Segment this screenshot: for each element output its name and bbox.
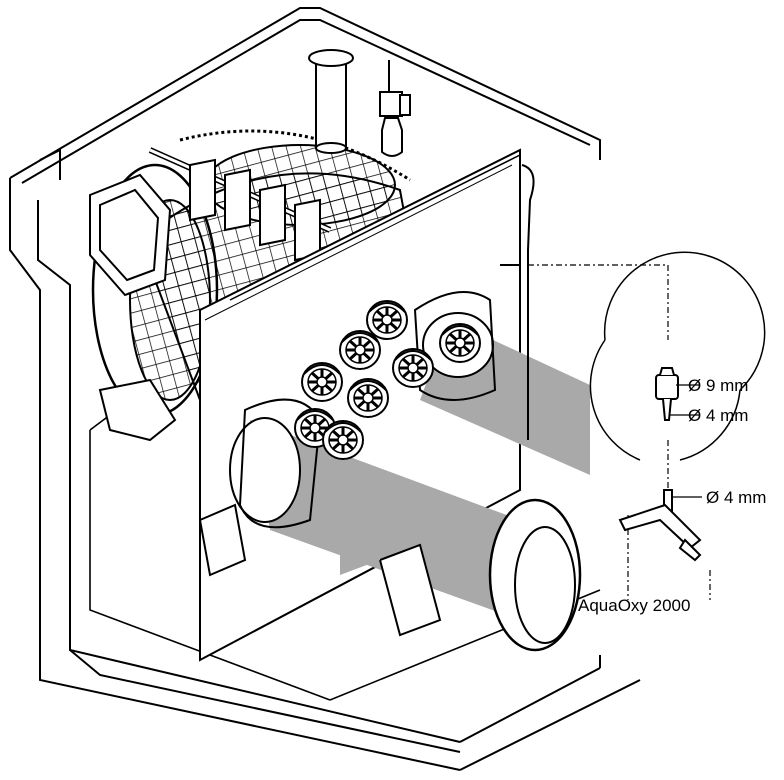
motor-unit <box>89 173 177 442</box>
label-9mm: Ø 9 mm <box>688 376 749 395</box>
detail-circle <box>589 251 766 461</box>
flange-plates <box>238 291 497 529</box>
lower-pump <box>198 503 442 637</box>
label-4mm-right: Ø 4 mm <box>706 488 767 507</box>
tank-housing <box>9 7 641 771</box>
side-hose <box>500 164 535 440</box>
label-4mm-top: Ø 4 mm <box>688 406 749 425</box>
tee-connector <box>618 489 702 562</box>
top-fittings <box>308 49 411 157</box>
spray-bar <box>148 147 332 262</box>
grey-tubes <box>229 312 590 652</box>
label-product: AquaOxy 2000 <box>578 596 691 615</box>
